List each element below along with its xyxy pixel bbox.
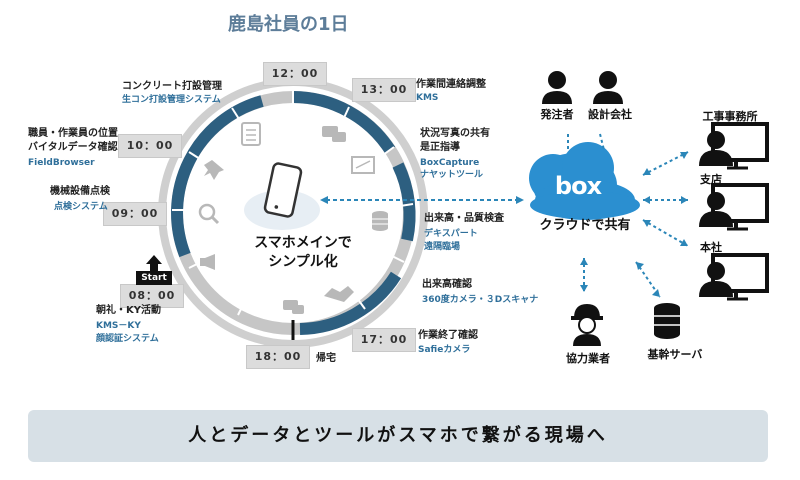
- node-branch-label: 支店: [700, 173, 722, 186]
- task-chorei-title: 朝礼・KY活動: [96, 305, 161, 316]
- time-1000: 10：00: [118, 134, 182, 158]
- arc-0800-1200: [171, 95, 264, 258]
- time-0800: 08：00: [120, 284, 184, 308]
- task-inspection-title: 出来高・品質検査: [424, 213, 504, 224]
- task-renraku-sub: KMS: [416, 93, 439, 103]
- time-1800: 18：00: [246, 345, 310, 369]
- box-logo: box: [554, 172, 602, 200]
- chat-lower-icon: [283, 300, 304, 314]
- task-staff-title1: 職員・作業員の位置: [28, 128, 118, 139]
- task-photo-title2: 是正指導: [420, 142, 460, 153]
- task-chorei-sub2: 顔認証システム: [96, 334, 159, 344]
- arc-1200-1300: [292, 91, 396, 154]
- site-office-icon: [699, 122, 769, 170]
- database-small-icon: [372, 211, 388, 231]
- time-0900: 09：00: [103, 202, 167, 226]
- branch-icon: [699, 183, 769, 231]
- hq-icon: [699, 253, 769, 301]
- client-person-icon: [542, 71, 572, 104]
- task-machine-title: 機械設備点検: [50, 186, 110, 197]
- box-cloud-icon: [529, 142, 640, 220]
- chat-icon: [322, 126, 346, 142]
- smartphone-icon: [263, 162, 303, 218]
- node-hq-label: 本社: [700, 241, 722, 254]
- task-inspection-sub1: デキスパート: [424, 229, 478, 239]
- megaphone-icon: [200, 254, 215, 270]
- page-title: 鹿島社員の1日: [228, 14, 349, 35]
- task-photo-sub1: BoxCapture: [420, 158, 480, 168]
- center-line1: スマホメインで: [254, 235, 352, 251]
- banner-text: 人とデータとツールがスマホで繋がる現場へ: [188, 425, 608, 446]
- bottom-banner: 人とデータとツールがスマホで繋がる現場へ: [28, 410, 768, 462]
- partner-worker-icon: [571, 304, 603, 346]
- task-chorei-sub1: KMS－KY: [96, 321, 141, 331]
- node-client-label: 発注者: [540, 108, 574, 121]
- pin-icon: [204, 160, 224, 180]
- presentation-icon: [351, 156, 375, 174]
- center-caption: スマホメインで シンプル化: [238, 234, 368, 272]
- task-photo-title1: 状況写真の共有: [420, 128, 490, 139]
- start-arrow-icon: [146, 255, 162, 271]
- node-site-office-label: 工事事務所: [702, 110, 758, 123]
- arc-1600-1800: [299, 271, 402, 335]
- task-staff-sub: FieldBrowser: [28, 158, 95, 168]
- checklist-icon: [241, 122, 261, 146]
- task-photo-sub2: ナヤットツール: [420, 170, 484, 180]
- task-inspection-sub2: 遠隔臨場: [424, 242, 461, 252]
- task-concrete-title: コンクリート打設管理: [122, 81, 222, 92]
- arc-1300-1600: [392, 162, 416, 242]
- center-line2: シンプル化: [268, 254, 338, 270]
- task-dekidaka-sub: 360度カメラ・３Dスキャナ: [422, 295, 539, 305]
- time-1700: 17：00: [352, 328, 416, 352]
- node-design-label: 設計会社: [588, 108, 632, 121]
- magnifier-icon: [198, 203, 220, 225]
- task-concrete-sub: 生コン打設管理システム: [122, 95, 221, 105]
- task-end-title: 作業終了確認: [418, 330, 478, 341]
- time-1200: 12：00: [263, 62, 327, 86]
- handshake-icon: [324, 286, 354, 302]
- design-person-icon: [593, 71, 623, 104]
- task-renraku-title: 作業間連絡調整: [416, 79, 486, 90]
- start-label: Start: [136, 271, 172, 285]
- task-machine-sub: 点検システム: [54, 202, 108, 212]
- cloud-label: クラウドで共有: [539, 218, 631, 233]
- node-server-label: 基幹サーバ: [647, 348, 703, 361]
- node-partner-label: 協力業者: [566, 352, 610, 365]
- server-database-icon: [654, 303, 680, 339]
- task-staff-title2: バイタルデータ確認: [28, 142, 118, 153]
- task-home-title: 帰宅: [316, 353, 336, 364]
- time-1300: 13：00: [352, 78, 416, 102]
- task-end-sub: Safieカメラ: [418, 345, 471, 355]
- task-dekidaka-title: 出来高確認: [422, 279, 472, 290]
